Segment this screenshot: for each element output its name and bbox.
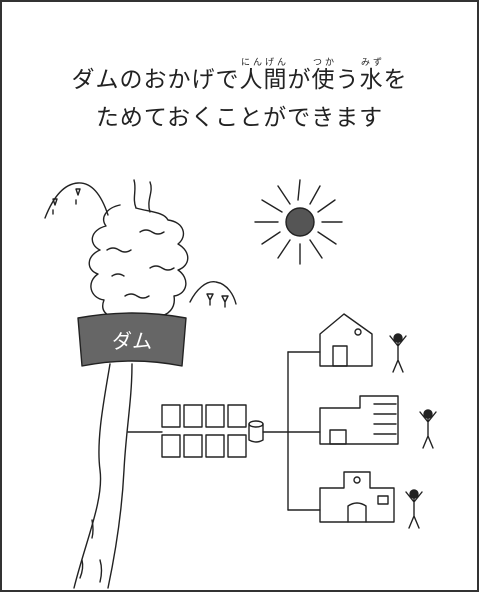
caption-line-2: ためておくことができます <box>95 105 384 131</box>
caption-text: ダムのおかげで <box>71 67 240 93</box>
caption-text: を <box>383 67 408 93</box>
sun-icon <box>254 179 343 265</box>
house-icon <box>319 313 373 367</box>
apartment-icon <box>319 395 399 445</box>
dam-label: ダム <box>112 329 152 353</box>
caption-text: が <box>287 67 312 93</box>
ruby-water: 水みず <box>359 58 384 93</box>
hill-icon <box>189 281 237 308</box>
water-tank-icon <box>248 420 264 443</box>
person-icon <box>419 409 437 449</box>
caption-line-1: ダムのおかげで人間にんげんが使つかう水みずを <box>0 58 479 94</box>
dam-icon <box>77 312 187 367</box>
school-icon <box>319 471 395 523</box>
person-icon <box>389 333 407 373</box>
mountain-icon <box>44 182 109 219</box>
river-icon <box>73 363 133 589</box>
forest-icon <box>88 179 189 325</box>
person-icon <box>405 489 423 529</box>
distribution-pipes <box>262 351 321 511</box>
water-treatment-plant-icon <box>161 404 247 458</box>
ruby-use: 使つか <box>311 58 336 93</box>
ruby-people: 人間にんげん <box>239 58 288 93</box>
caption-text: う <box>335 67 360 93</box>
